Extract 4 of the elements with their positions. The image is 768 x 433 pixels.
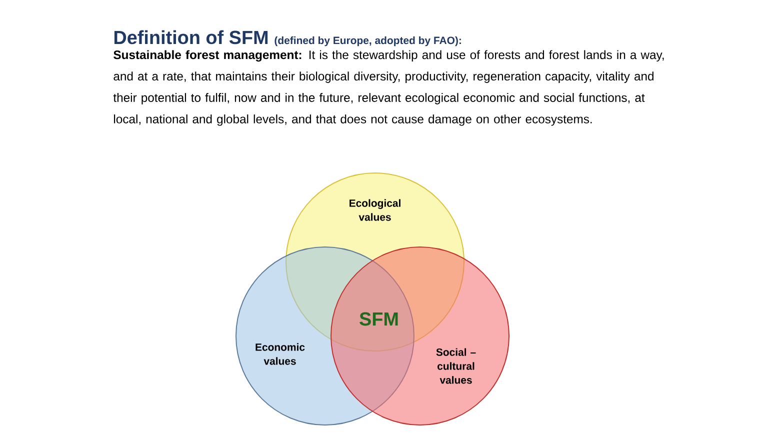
title: Definition of SFM — [114, 30, 268, 44]
subtitle: (defined by Europe, adopted by FAO): — [274, 36, 461, 46]
venn-center-label: SFM — [360, 312, 398, 326]
definition-text: Sustainable forest management: It is the stewardship and use of forests and forest lands in a way, and at a rate, that maintains their biological diversity, productivity, regeneration capacity, vitality and their potential to fulfil, now and in the future, relevant ecological economic and social functions, at local, national and global levels, and that does not cause damage on other ecosystems. — [113, 50, 664, 126]
